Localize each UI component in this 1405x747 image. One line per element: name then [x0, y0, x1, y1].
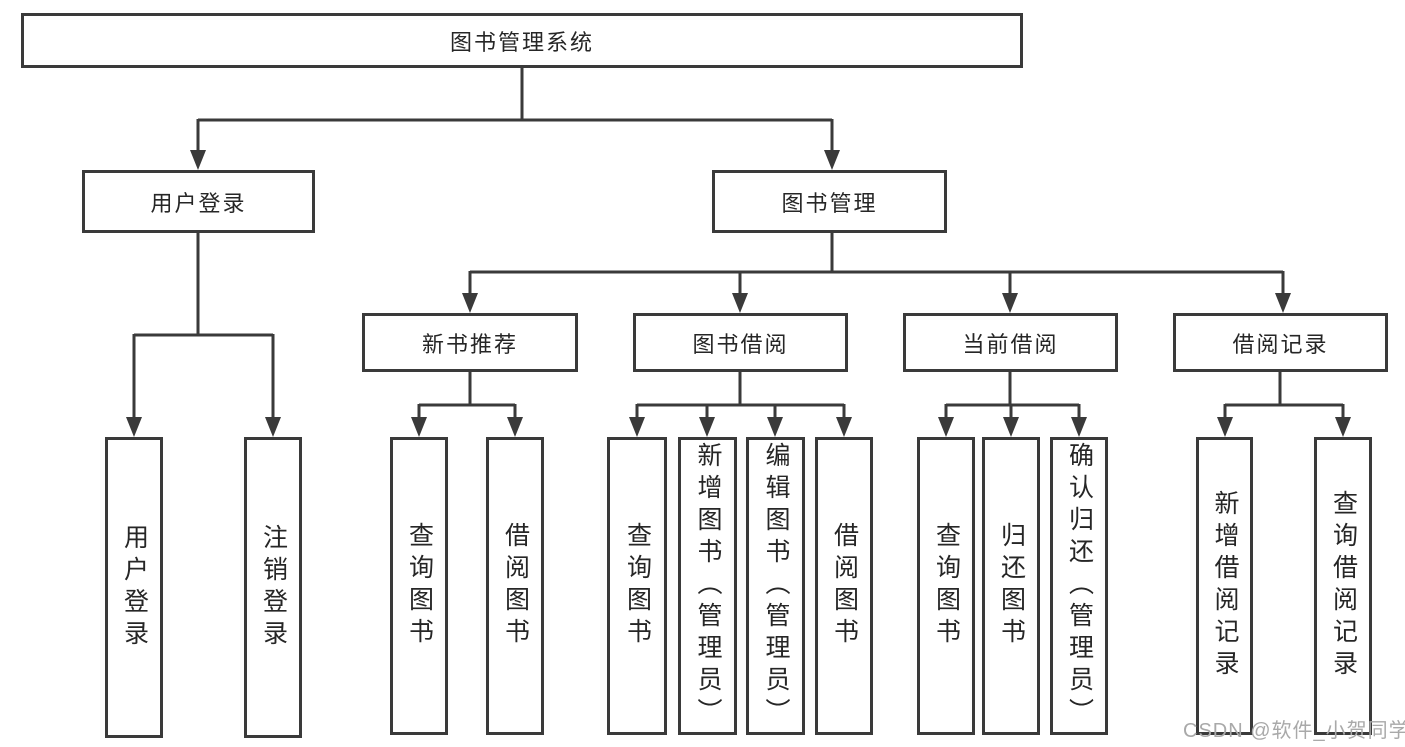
node-current-borrow: 当前借阅: [903, 313, 1118, 372]
leaf-add-borrow-record-label: 新增借阅记录: [1211, 490, 1239, 682]
book-borrow-group-lines: [635, 372, 846, 419]
leaf-confirm-return-admin: 确认归还（管理员）: [1050, 437, 1108, 735]
arrowhead: [462, 293, 478, 313]
arrowhead: [732, 293, 748, 313]
level3-drop-lines: [468, 271, 1285, 295]
leaf-query-book-1-label: 查询图书: [405, 522, 434, 650]
arrowhead: [1002, 293, 1018, 313]
node-root-label: 图书管理系统: [449, 29, 594, 55]
arrowhead: [126, 417, 142, 437]
node-current-borrow-label: 当前借阅: [962, 331, 1059, 357]
node-root: 图书管理系统: [21, 13, 1023, 68]
leaf-borrow-book-2: 借阅图书: [815, 437, 873, 735]
leaf-borrow-book-1-label: 借阅图书: [501, 522, 530, 650]
leaf-borrow-book-2-label: 借阅图书: [830, 522, 859, 650]
arrowhead: [1071, 417, 1087, 437]
leaf-add-book-admin-label: 新增图书（管理员）: [694, 442, 722, 730]
new-book-group-lines: [417, 372, 517, 419]
leaf-return-book-label: 归还图书: [997, 522, 1026, 650]
leaf-user-login-label: 用户登录: [120, 523, 149, 652]
leaf-user-login: 用户登录: [105, 437, 163, 738]
arrowhead: [767, 417, 783, 437]
node-user-login-label: 用户登录: [150, 190, 247, 216]
leaf-edit-book-admin: 编辑图书（管理员）: [746, 437, 805, 735]
node-new-book-rec-label: 新书推荐: [421, 331, 518, 357]
borrow-record-group-lines: [1223, 372, 1345, 419]
leaf-confirm-return-admin-label: 确认归还（管理员）: [1065, 442, 1094, 730]
arrowhead: [265, 417, 281, 437]
arrowhead: [699, 417, 715, 437]
leaf-logout-label: 注销登录: [259, 523, 288, 652]
leaf-logout: 注销登录: [244, 437, 302, 738]
node-book-borrow-label: 图书借阅: [692, 331, 789, 357]
arrowheads: [126, 150, 1351, 437]
leaf-edit-book-admin-label: 编辑图书（管理员）: [762, 442, 790, 730]
current-borrow-group-lines: [944, 372, 1081, 419]
node-book-mgmt-label: 图书管理: [781, 190, 878, 216]
leaf-return-book: 归还图书: [982, 437, 1040, 735]
arrowhead: [1217, 417, 1233, 437]
arrowhead: [411, 417, 427, 437]
connector-lines: [132, 68, 1345, 419]
leaf-query-book-3-label: 查询图书: [932, 522, 961, 650]
leaf-query-borrow-record: 查询借阅记录: [1314, 437, 1372, 735]
csdn-watermark: CSDN @软件_小贺同学: [1183, 720, 1405, 742]
arrowhead: [507, 417, 523, 437]
user-login-drop-lines: [132, 334, 275, 419]
leaf-add-book-admin: 新增图书（管理员）: [678, 437, 737, 735]
arrowhead: [629, 417, 645, 437]
arrowhead: [1275, 293, 1291, 313]
arrowhead: [190, 150, 206, 170]
leaf-add-borrow-record: 新增借阅记录: [1196, 437, 1253, 735]
leaf-borrow-book-1: 借阅图书: [486, 437, 544, 735]
leaf-query-book-1: 查询图书: [390, 437, 448, 735]
level2-drop-lines: [196, 119, 834, 152]
node-new-book-rec: 新书推荐: [362, 313, 578, 372]
arrowhead: [836, 417, 852, 437]
node-user-login: 用户登录: [82, 170, 315, 233]
leaf-query-book-2: 查询图书: [607, 437, 667, 735]
arrowhead: [824, 150, 840, 170]
arrowhead: [1335, 417, 1351, 437]
node-borrow-record: 借阅记录: [1173, 313, 1388, 372]
node-borrow-record-label: 借阅记录: [1232, 331, 1329, 357]
leaf-query-borrow-record-label: 查询借阅记录: [1329, 490, 1358, 682]
leaf-query-book-3: 查询图书: [917, 437, 975, 735]
arrowhead: [938, 417, 954, 437]
leaf-query-book-2-label: 查询图书: [623, 522, 652, 650]
node-book-mgmt: 图书管理: [712, 170, 947, 233]
arrowhead: [1003, 417, 1019, 437]
node-book-borrow: 图书借阅: [633, 313, 848, 372]
